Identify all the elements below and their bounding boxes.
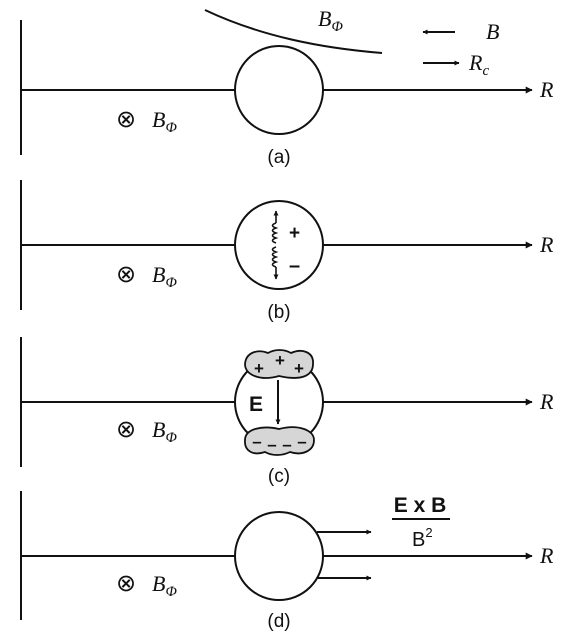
field-label: BΦ [152,571,177,600]
panel-b: R + – ⊗ BΦ (b) [21,180,554,323]
panel-label: (d) [267,611,290,632]
field-label: BΦ [152,262,177,291]
into-page-icon: ⊗ [116,261,136,288]
panel-label: (b) [267,302,290,323]
legend-rc-label: Rc [468,50,489,79]
axis-label-r: R [539,389,554,414]
drift-denominator: B2 [412,525,433,551]
plasma-blob [235,512,323,600]
panel-d: R E x B B2 ⊗ BΦ (d) [21,491,554,632]
panel-label: (c) [268,466,290,487]
plasma-blob [235,201,323,289]
positive-charge: + [294,359,304,378]
field-curve [205,10,382,53]
into-page-icon: ⊗ [116,570,136,597]
negative-charge: – [289,255,300,277]
axis-label-r: R [539,232,554,257]
positive-charge: + [275,351,285,370]
ion-gyro-orbit-icon [273,211,277,243]
into-page-icon: ⊗ [116,106,136,133]
negative-charge: – [267,435,276,454]
curve-label: BΦ [318,6,343,35]
into-page-icon: ⊗ [116,416,136,443]
panel-a: R BΦ B Rc ⊗ BΦ (a) [21,6,554,168]
field-label: BΦ [152,417,177,446]
negative-charge: – [297,432,306,451]
field-label: BΦ [152,107,177,136]
axis-label-r: R [539,543,554,568]
positive-charge: + [254,359,264,378]
panel-label: (a) [267,147,290,168]
panel-c: R + + + – – – – E ⊗ BΦ (c) [21,337,554,487]
negative-charge: – [282,435,291,454]
drift-numerator: E x B [394,494,447,517]
plasma-blob [235,46,323,134]
positive-charge: + [289,223,300,244]
legend-b-label: B [486,19,499,44]
axis-label-r: R [539,77,554,102]
electron-gyro-orbit-icon [273,247,277,279]
negative-charge: – [252,432,261,451]
electric-field-label: E [249,393,263,416]
